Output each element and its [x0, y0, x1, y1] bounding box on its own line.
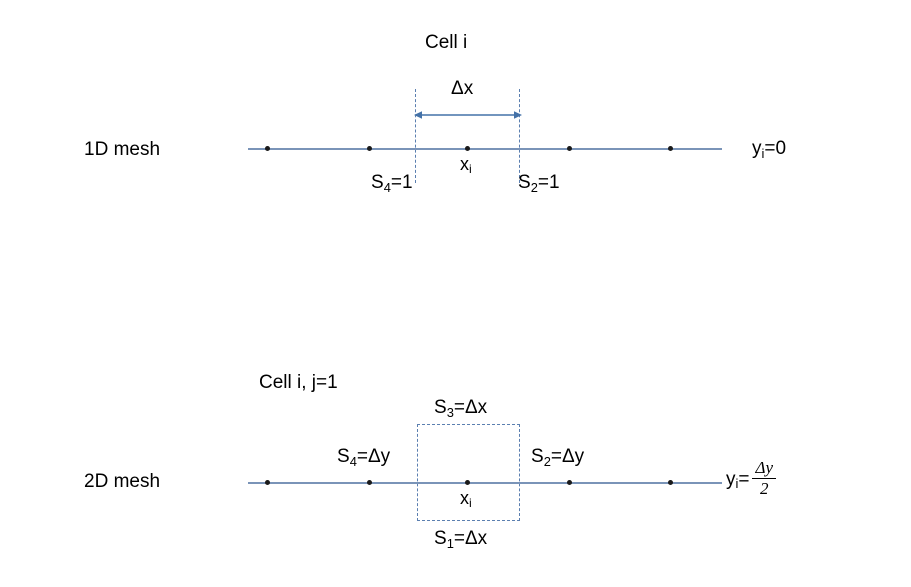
y-equation-lhs: yi= [726, 468, 750, 492]
cell-center-label-1d: xi [460, 154, 472, 177]
face-value: =Δy [356, 446, 391, 467]
y-value: =0 [764, 138, 787, 159]
dashed-guide-right-1d [519, 89, 520, 183]
face-subscript: 3 [446, 404, 454, 420]
cell-center-label-2d: xi [460, 488, 472, 511]
mesh-node-2d-center [465, 480, 470, 485]
face-label-s1-2d: S1=Δx [434, 528, 488, 551]
face-symbol: S [434, 528, 447, 549]
face-label-s2-1d: S2=1 [518, 172, 560, 195]
face-subscript: 4 [349, 453, 357, 469]
y-coordinate-label-2d: yi= Δy 2 [726, 459, 777, 499]
face-symbol: S [337, 446, 350, 467]
mesh-node-1d [567, 146, 572, 151]
delta-x-symbol: Δ [451, 78, 464, 99]
mesh-node-2d [567, 480, 572, 485]
face-subscript: 4 [383, 179, 391, 195]
face-value: =1 [537, 172, 560, 193]
y-subscript: i [761, 145, 765, 161]
face-label-s4-2d: S4=Δy [337, 446, 391, 469]
face-value: =1 [390, 172, 413, 193]
face-value: =Δy [550, 446, 585, 467]
mesh-node-1d [668, 146, 673, 151]
face-label-s4-1d: S4=1 [371, 172, 413, 195]
mesh-node-1d [367, 146, 372, 151]
cell-center-symbol: x [460, 154, 469, 174]
face-symbol: S [371, 172, 384, 193]
y-coordinate-label-1d: yi=0 [752, 138, 787, 161]
face-value: =Δx [453, 528, 488, 549]
cell-box-2d [417, 424, 520, 521]
face-value: =Δx [453, 397, 488, 418]
cell-title-2d: Cell i, j=1 [259, 372, 338, 393]
y-subscript: i [735, 476, 739, 492]
row-label-1d-mesh: 1D mesh [84, 139, 161, 160]
mesh-node-1d [265, 146, 270, 151]
y-symbol: y [752, 138, 762, 159]
mesh-node-2d [265, 480, 270, 485]
fraction-numerator: Δy [752, 459, 777, 479]
face-symbol: S [531, 446, 544, 467]
delta-x-var: x [463, 78, 474, 99]
mesh-node-1d-center [465, 146, 470, 151]
face-subscript: 2 [543, 453, 551, 469]
delta-x-dimension-arrow [413, 108, 523, 122]
y-symbol: y [726, 468, 736, 490]
mesh-node-2d [367, 480, 372, 485]
face-label-s2-2d: S2=Δy [531, 446, 585, 469]
y-equals: = [738, 468, 750, 490]
face-label-s3-2d: S3=Δx [434, 397, 488, 420]
cell-center-subscript: i [469, 162, 472, 177]
cell-center-subscript: i [469, 496, 472, 511]
face-subscript: 1 [446, 535, 454, 551]
cell-center-symbol: x [460, 488, 469, 508]
delta-x-label-1d: Δx [451, 79, 473, 98]
face-subscript: 2 [530, 179, 538, 195]
mesh-line-1d [248, 148, 722, 150]
mesh-line-2d [248, 482, 722, 484]
row-label-2d-mesh: 2D mesh [84, 471, 161, 492]
mesh-node-2d [668, 480, 673, 485]
fraction-denominator: 2 [760, 478, 769, 498]
face-symbol: S [518, 172, 531, 193]
y-value-fraction: Δy 2 [752, 459, 777, 498]
face-symbol: S [434, 397, 447, 418]
cell-title-1d: Cell i [425, 32, 468, 53]
dashed-guide-left-1d [415, 89, 416, 183]
